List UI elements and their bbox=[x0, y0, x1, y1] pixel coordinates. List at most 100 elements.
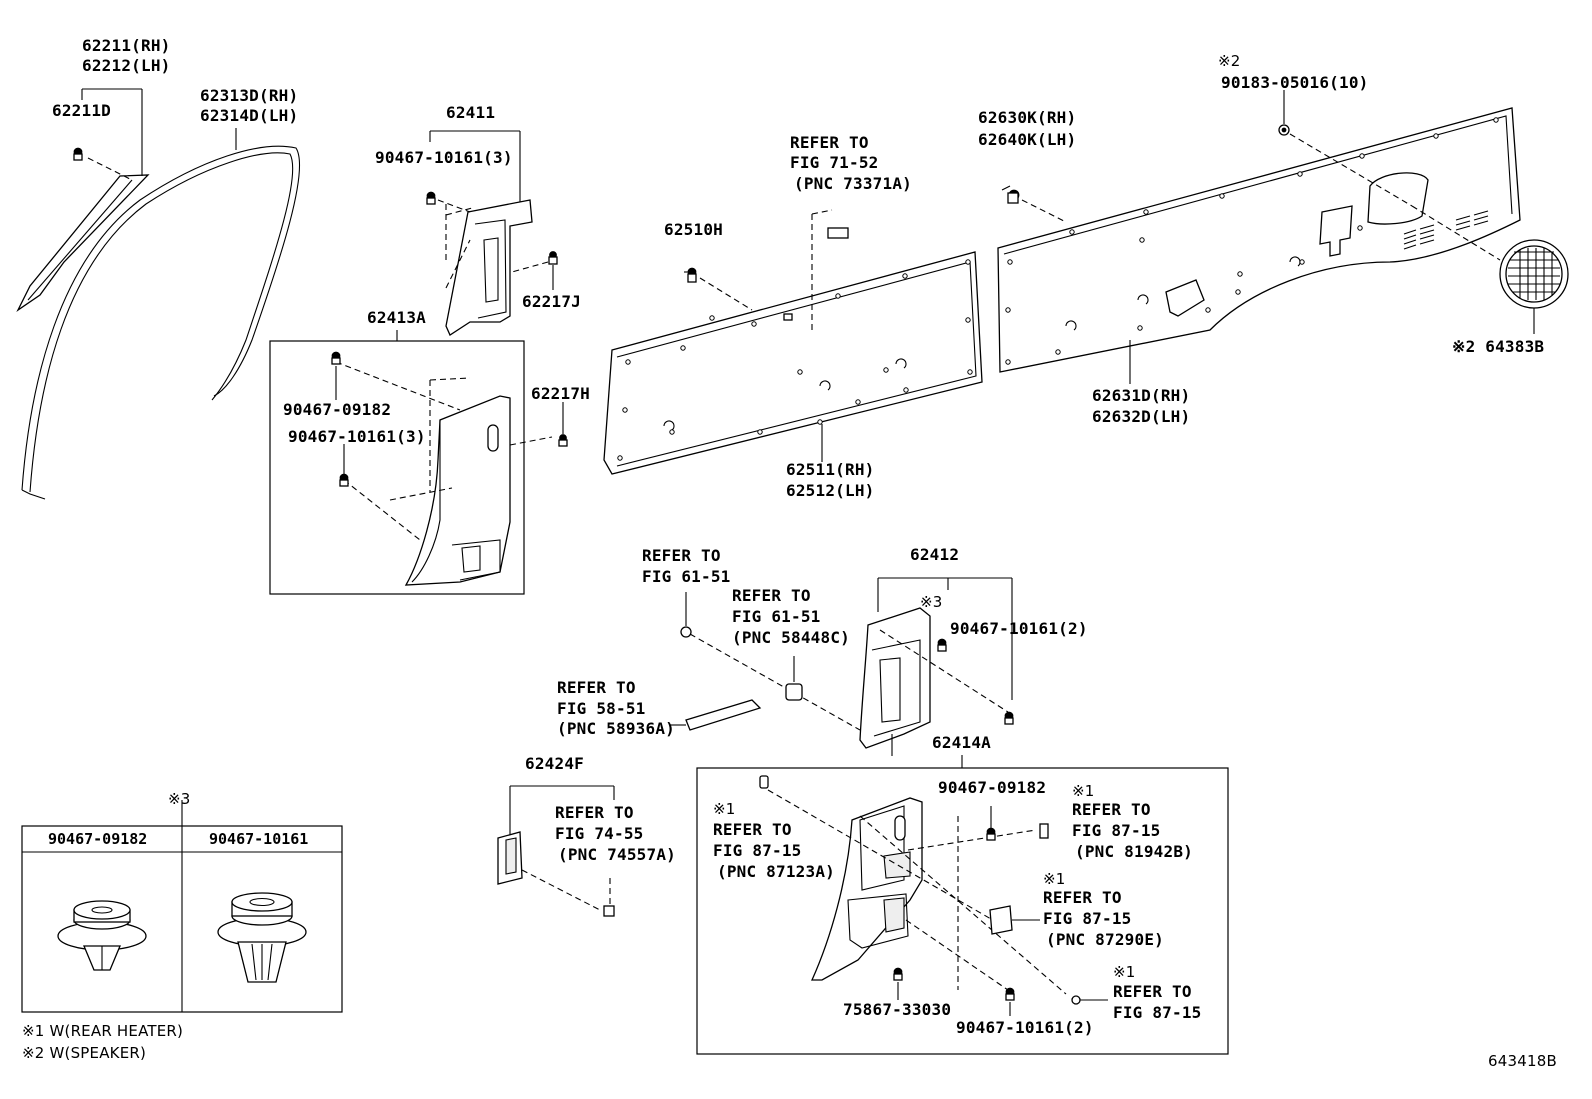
connector-87290e-icon bbox=[989, 905, 1040, 935]
ref-fig71-line3: (PNC 73371A) bbox=[794, 174, 912, 193]
label-90467-10161-3-upper: 90467-10161(3) bbox=[375, 148, 513, 167]
label-90467-10161-3-lower: 90467-10161(3) bbox=[288, 427, 426, 446]
note1-marker-c: ※1 bbox=[1043, 870, 1066, 888]
ref-fig6151b-line1: REFER TO bbox=[732, 586, 811, 605]
bracket-62424f bbox=[497, 785, 615, 917]
ref-fig8715d-line2: FIG 87-15 bbox=[1113, 1003, 1202, 1022]
label-62211-rh: 62211(RH) bbox=[82, 36, 171, 55]
label-64383b: ※2 64383B bbox=[1452, 337, 1545, 356]
ref-fig8715a-line2: FIG 87-15 bbox=[713, 841, 802, 860]
clip-90467-10161-box-icon bbox=[1005, 987, 1015, 1016]
door-weatherstrip bbox=[21, 128, 301, 500]
ref-fig6151b-line3: (PNC 58448C) bbox=[732, 628, 850, 647]
ref-fig8715b-line2: FIG 87-15 bbox=[1072, 821, 1161, 840]
quarter-trim-panel-62631d bbox=[997, 90, 1521, 384]
ref-fig8715c-line2: FIG 87-15 bbox=[1043, 909, 1132, 928]
label-90467-09182-upper: 90467-09182 bbox=[283, 400, 392, 419]
table-col-90467-10161: 90467-10161 bbox=[209, 830, 309, 848]
clip-90467-10161-lower-icon bbox=[339, 444, 349, 487]
label-62632d-lh: 62632D(LH) bbox=[1092, 407, 1191, 426]
legend-rear-heater: ※1 W(REAR HEATER) bbox=[22, 1022, 184, 1040]
ref-fig8715d-line1: REFER TO bbox=[1113, 982, 1192, 1001]
note1-marker-b: ※1 bbox=[1072, 782, 1095, 800]
label-75867-33030: 75867-33030 bbox=[843, 1000, 952, 1019]
a-pillar-garnish bbox=[16, 88, 150, 312]
ref-fig7455-line3: (PNC 74557A) bbox=[558, 845, 676, 864]
label-90183-05016: 90183-05016(10) bbox=[1221, 73, 1369, 92]
clip-90467-10161-2-icon bbox=[1004, 711, 1014, 725]
lower-pillar-trim-62412 bbox=[670, 577, 1014, 756]
clip-62510h-icon bbox=[684, 267, 697, 283]
label-62424f: 62424F bbox=[525, 754, 584, 773]
ref-fig8715b-line3: (PNC 81942B) bbox=[1075, 842, 1193, 861]
label-62411: 62411 bbox=[446, 103, 496, 122]
clip-62211d-icon bbox=[73, 147, 83, 161]
ref-fig8715c-line1: REFER TO bbox=[1043, 888, 1122, 907]
label-62314d-lh: 62314D(LH) bbox=[200, 106, 299, 125]
ref-fig8715b-line1: REFER TO bbox=[1072, 800, 1151, 819]
label-62414a: 62414A bbox=[932, 733, 991, 752]
clip-90467-09182-detail-icon bbox=[57, 900, 147, 971]
clip-62217h-icon bbox=[558, 402, 568, 447]
clip-90467-09182-box-icon bbox=[986, 806, 996, 841]
ref-fig5851-line3: (PNC 58936A) bbox=[557, 719, 675, 738]
label-62217j: 62217J bbox=[522, 292, 581, 311]
label-62630k-rh: 62630K(RH) bbox=[978, 108, 1077, 127]
clip-62217j-icon bbox=[511, 251, 558, 290]
upper-pillar-trim-62411 bbox=[426, 130, 558, 336]
clip-90183-icon bbox=[1278, 90, 1290, 136]
ref-fig71-line1: REFER TO bbox=[790, 133, 869, 152]
clip-75867-icon bbox=[893, 967, 903, 1000]
clip-90467-10161-detail-icon bbox=[217, 892, 307, 983]
clip-90467-10161-icon bbox=[426, 191, 436, 205]
connector-81942b-icon bbox=[1039, 823, 1049, 839]
label-62211d: 62211D bbox=[52, 101, 111, 120]
label-62640k-lh: 62640K(LH) bbox=[978, 130, 1077, 149]
lower-trim-62414a-box bbox=[696, 755, 1229, 1055]
label-62413a: 62413A bbox=[367, 308, 426, 327]
ref-fig8715a-line3: (PNC 87123A) bbox=[717, 862, 835, 881]
legend-speaker: ※2 W(SPEAKER) bbox=[22, 1044, 147, 1062]
clip-87123a-icon bbox=[759, 775, 769, 789]
bushing-58448c-icon bbox=[785, 656, 803, 701]
label-90467-09182-box: 90467-09182 bbox=[938, 778, 1047, 797]
label-62412: 62412 bbox=[910, 545, 960, 564]
note3-table-marker: ※3 bbox=[168, 790, 191, 808]
note2-top-marker: ※2 bbox=[1218, 52, 1241, 70]
clip-8715-icon bbox=[1071, 995, 1108, 1005]
clip-90467-09182-icon bbox=[331, 351, 341, 400]
label-62212-lh: 62212(LH) bbox=[82, 56, 171, 75]
ref-fig7455-line2: FIG 74-55 bbox=[555, 824, 644, 843]
clip-comparison-table bbox=[21, 800, 343, 1013]
bracket-58936a-icon bbox=[670, 699, 762, 731]
figure-code: 643418B bbox=[1488, 1052, 1557, 1070]
label-62512-lh: 62512(LH) bbox=[786, 481, 875, 500]
ref-fig7455-line1: REFER TO bbox=[555, 803, 634, 822]
label-62511-rh: 62511(RH) bbox=[786, 460, 875, 479]
label-90467-10161-2-box: 90467-10161(2) bbox=[956, 1018, 1094, 1037]
ref-fig8715a-line1: REFER TO bbox=[713, 820, 792, 839]
label-90467-10161-2-upper: 90467-10161(2) bbox=[950, 619, 1088, 638]
ref-fig8715c-line3: (PNC 87290E) bbox=[1046, 930, 1164, 949]
label-62631d-rh: 62631D(RH) bbox=[1092, 386, 1191, 405]
label-62217h: 62217H bbox=[531, 384, 590, 403]
ref-fig5851-line2: FIG 58-51 bbox=[557, 699, 646, 718]
clip-note3-icon bbox=[937, 638, 947, 652]
label-62510h: 62510H bbox=[664, 220, 723, 239]
ref-fig5851-line1: REFER TO bbox=[557, 678, 636, 697]
ref-fig6151b-line2: FIG 61-51 bbox=[732, 607, 821, 626]
lower-pillar-trim-62413a-box bbox=[269, 330, 568, 595]
label-62313d-rh: 62313D(RH) bbox=[200, 86, 299, 105]
table-col-90467-09182: 90467-09182 bbox=[48, 830, 148, 848]
note1-marker-d: ※1 bbox=[1113, 963, 1136, 981]
ref-fig71-line2: FIG 71-52 bbox=[790, 153, 879, 172]
note3-marker: ※3 bbox=[920, 593, 943, 611]
clip-62630k-icon bbox=[1001, 185, 1020, 204]
clip-ref-6151-icon bbox=[680, 592, 692, 638]
ref-fig6151a-line2: FIG 61-51 bbox=[642, 567, 731, 586]
ref-fig6151a-line1: REFER TO bbox=[642, 546, 721, 565]
note1-marker-a: ※1 bbox=[713, 800, 736, 818]
speaker-grille-64383b bbox=[1499, 239, 1569, 334]
quarter-trim-panel-62511 bbox=[603, 209, 983, 475]
